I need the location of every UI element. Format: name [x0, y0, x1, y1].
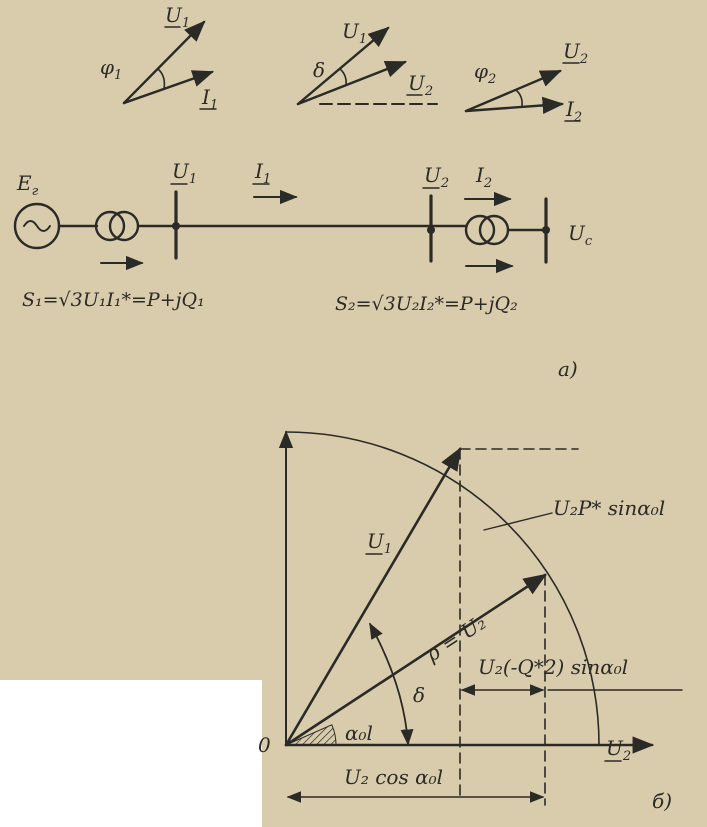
u1-vector-label: U1: [367, 529, 392, 557]
u2-label-3: U2: [563, 39, 588, 67]
transformer-1-coil-a: [94, 210, 126, 242]
bus-2-label: U2: [424, 163, 449, 191]
transformer-2-coil-a: [464, 214, 496, 246]
generator-label: Eг: [16, 171, 39, 199]
proj3-label: U₂ cos α₀l: [344, 765, 443, 789]
phasor-group-right: U2 φ2 I2: [464, 39, 588, 125]
bus-1-label: U1: [172, 159, 197, 187]
proj1-leader: [483, 512, 553, 531]
origin-label: 0: [258, 733, 271, 757]
label-a: а): [558, 357, 578, 381]
delta-label: δ: [313, 58, 325, 82]
blank-corner: [0, 680, 262, 827]
delta-vector-label: δ: [413, 683, 425, 707]
i2-label: I2: [565, 97, 582, 125]
single-line-circuit: Eг U1 I1 U2 I2 Uc S₁=√3U₁I₁*=P+jQ₁ S₂=√3…: [13, 159, 593, 381]
current-2-label: I2: [475, 163, 492, 191]
u1-label: U1: [165, 3, 190, 31]
label-b: б): [652, 789, 672, 813]
current-1-label: I1: [254, 159, 271, 187]
proj1-label: U₂P* sinα₀l: [553, 496, 665, 520]
phasor-group-left: U1 φ1 I1: [100, 3, 218, 113]
s2-equation: S₂=√3U₂I₂*=P+jQ₂: [335, 293, 518, 315]
delta-arc: [339, 68, 347, 86]
delta-arc-arrow: [369, 622, 414, 746]
phi2-arc: [515, 89, 523, 107]
u1-phasor-arrow: [122, 20, 206, 105]
sine-wave-icon: [23, 220, 51, 232]
phi2-label: φ2: [474, 59, 496, 87]
u1-label-2: U1: [342, 19, 367, 47]
s1-equation: S₁=√3U₁I₁*=P+jQ₁: [22, 289, 205, 311]
phi1-arc: [157, 68, 166, 90]
rho-vector: [284, 573, 547, 747]
u2-axis-label: U2: [606, 736, 631, 764]
u2-phasor-arrow-3: [464, 69, 562, 113]
u1-vector: [284, 446, 462, 747]
u2-label-2: U2: [408, 71, 433, 99]
u2-phasor-arrow: [296, 60, 408, 106]
alpha-hatch: [285, 724, 337, 746]
alpha-label: α₀l: [345, 721, 373, 745]
phasor-group-middle: U1 δ U2: [296, 19, 438, 106]
phi1-label: φ1: [100, 55, 122, 83]
proj2-label: U₂(-Q*2) sinα₀l: [478, 655, 628, 679]
system-label: Uc: [568, 221, 593, 249]
vector-diagram: 0 U1 ρ = U₂ δ α₀l U2 U₂P* sinα₀l U₂(-Q*2…: [258, 430, 683, 813]
u1-phasor-arrow-2: [296, 26, 390, 106]
i2-phasor-arrow: [464, 96, 565, 115]
i1-phasor-arrow: [122, 70, 215, 105]
i1-label: I1: [201, 85, 218, 113]
